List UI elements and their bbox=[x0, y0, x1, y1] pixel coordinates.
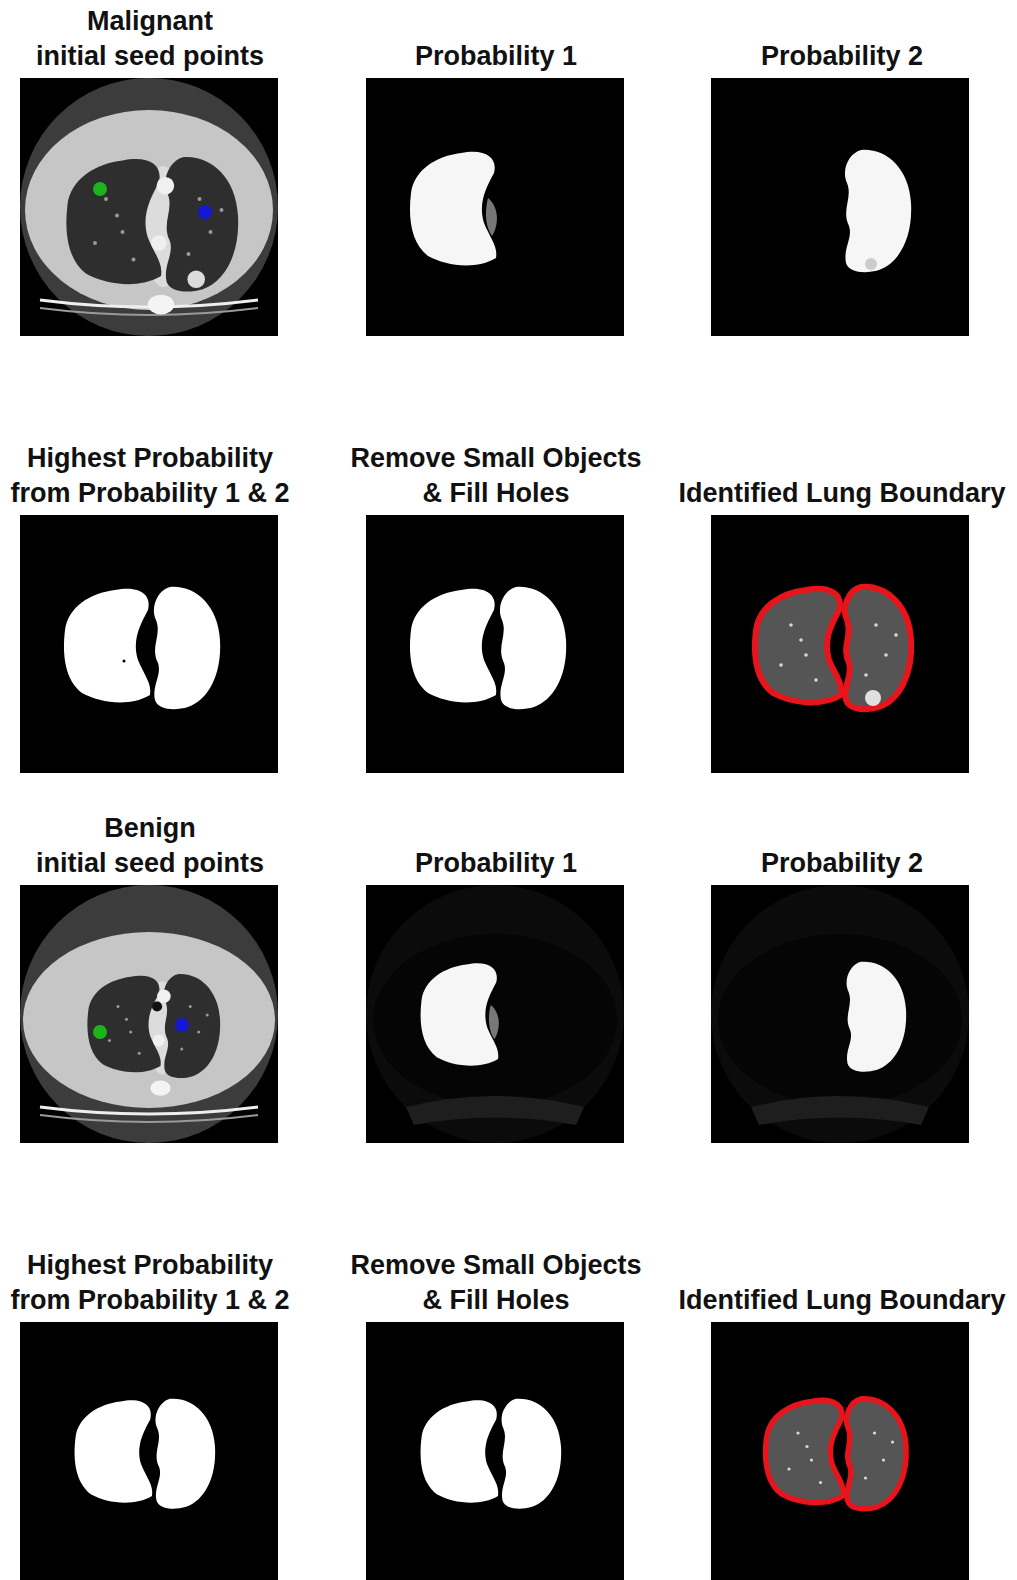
panel-title: Benign bbox=[5, 811, 295, 846]
title-group: Probability 1 bbox=[326, 39, 666, 74]
scan-image bbox=[20, 1322, 278, 1580]
title-group: Remove Small Objects & Fill Holes bbox=[341, 1248, 651, 1318]
scan-image bbox=[20, 78, 278, 336]
panel-title: initial seed points bbox=[5, 39, 295, 74]
title-group: Identified Lung Boundary bbox=[672, 476, 1012, 511]
panel-title: Probability 1 bbox=[326, 846, 666, 881]
scan-image bbox=[20, 515, 278, 773]
title-group: Remove Small Objects & Fill Holes bbox=[341, 441, 651, 511]
scan-image bbox=[366, 885, 624, 1143]
scan-image bbox=[366, 1322, 624, 1580]
scan-image bbox=[711, 885, 969, 1143]
title-group: Highest Probability from Probability 1 &… bbox=[5, 1248, 295, 1318]
scan-image bbox=[366, 515, 624, 773]
panel-title: Highest Probability from Probability 1 &… bbox=[5, 441, 295, 511]
panel-title: initial seed points bbox=[5, 846, 295, 881]
panel-title: Malignant bbox=[5, 4, 295, 39]
title-group: Highest Probability from Probability 1 &… bbox=[5, 441, 295, 511]
title-group: Probability 1 bbox=[326, 846, 666, 881]
panel-title: Probability 2 bbox=[672, 39, 1012, 74]
title-group: Malignantinitial seed points bbox=[5, 4, 295, 74]
scan-image bbox=[20, 885, 278, 1143]
panel-title: Remove Small Objects & Fill Holes bbox=[341, 1248, 651, 1318]
scan-image bbox=[711, 1322, 969, 1580]
panel-title: Remove Small Objects & Fill Holes bbox=[341, 441, 651, 511]
scan-image bbox=[711, 515, 969, 773]
title-group: Identified Lung Boundary bbox=[672, 1283, 1012, 1318]
panel-title: Identified Lung Boundary bbox=[672, 476, 1012, 511]
title-group: Probability 2 bbox=[672, 39, 1012, 74]
panel-title: Identified Lung Boundary bbox=[672, 1283, 1012, 1318]
panel-title: Probability 1 bbox=[326, 39, 666, 74]
panel-title: Probability 2 bbox=[672, 846, 1012, 881]
scan-image bbox=[366, 78, 624, 336]
scan-image bbox=[711, 78, 969, 336]
title-group: Benigninitial seed points bbox=[5, 811, 295, 881]
title-group: Probability 2 bbox=[672, 846, 1012, 881]
panel-title: Highest Probability from Probability 1 &… bbox=[5, 1248, 295, 1318]
